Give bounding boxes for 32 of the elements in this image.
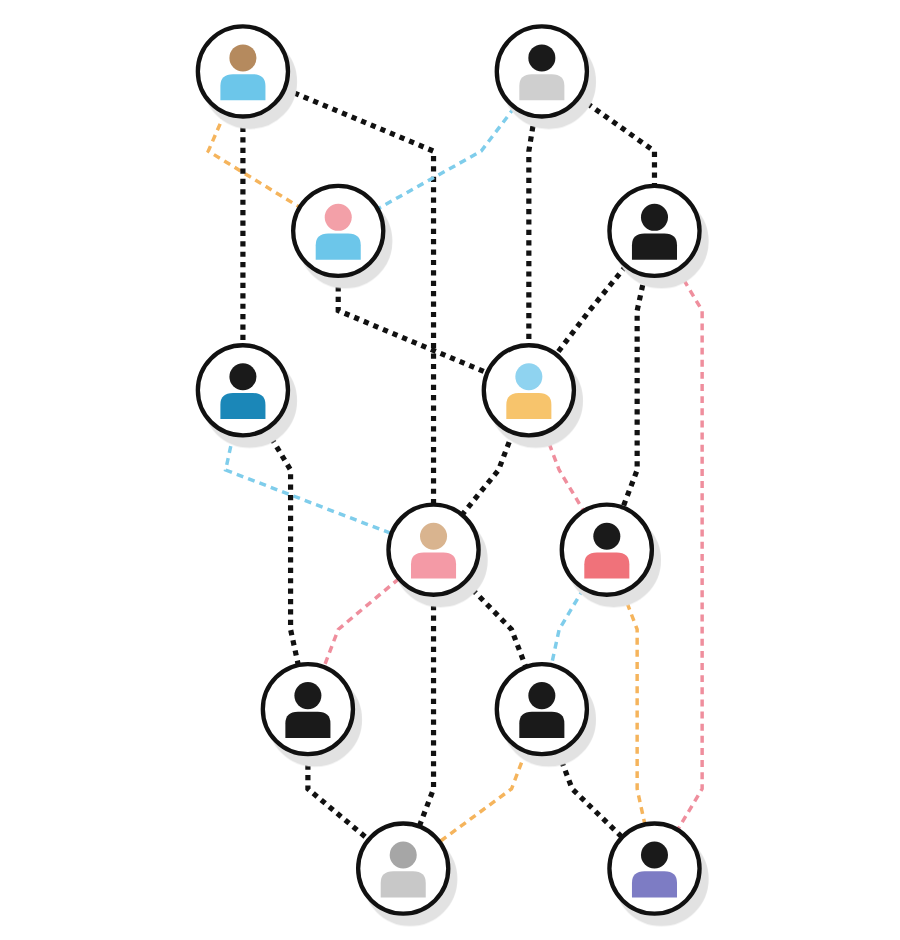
avatar-circle: [559, 502, 655, 597]
avatar-circle: [260, 661, 356, 757]
dotted-line: [621, 591, 647, 825]
dotted-line: [223, 433, 393, 536]
avatar-circle: [607, 183, 702, 279]
dotted-line: [549, 587, 586, 666]
dotted-line: [322, 577, 401, 668]
dotted-line: [543, 431, 586, 512]
dotted-line: [283, 86, 437, 505]
dotted-line: [240, 116, 246, 346]
dotted-line: [460, 431, 516, 517]
dotted-line: [416, 594, 437, 828]
dotted-line: [263, 427, 301, 666]
dotted-line: [438, 750, 528, 844]
dotted-line: [305, 754, 371, 842]
dotted-line: [620, 274, 648, 509]
avatar-circle: [291, 183, 386, 279]
dotted-line: [555, 750, 624, 840]
dotted-line: [577, 95, 658, 186]
avatar-circle: [356, 821, 451, 916]
avatar-circle: [494, 661, 590, 757]
avatar-circle: [607, 821, 702, 916]
dotted-line: [676, 268, 704, 831]
dotted-line: [206, 112, 301, 209]
dotted-line: [376, 106, 516, 211]
avatar-circle: [195, 343, 291, 438]
avatar-circle: [195, 24, 291, 119]
avatar-circle: [494, 24, 590, 119]
avatar-circle: [386, 502, 481, 597]
dotted-line: [335, 275, 489, 376]
avatar-circle: [481, 343, 577, 438]
dotted-line: [554, 264, 629, 356]
